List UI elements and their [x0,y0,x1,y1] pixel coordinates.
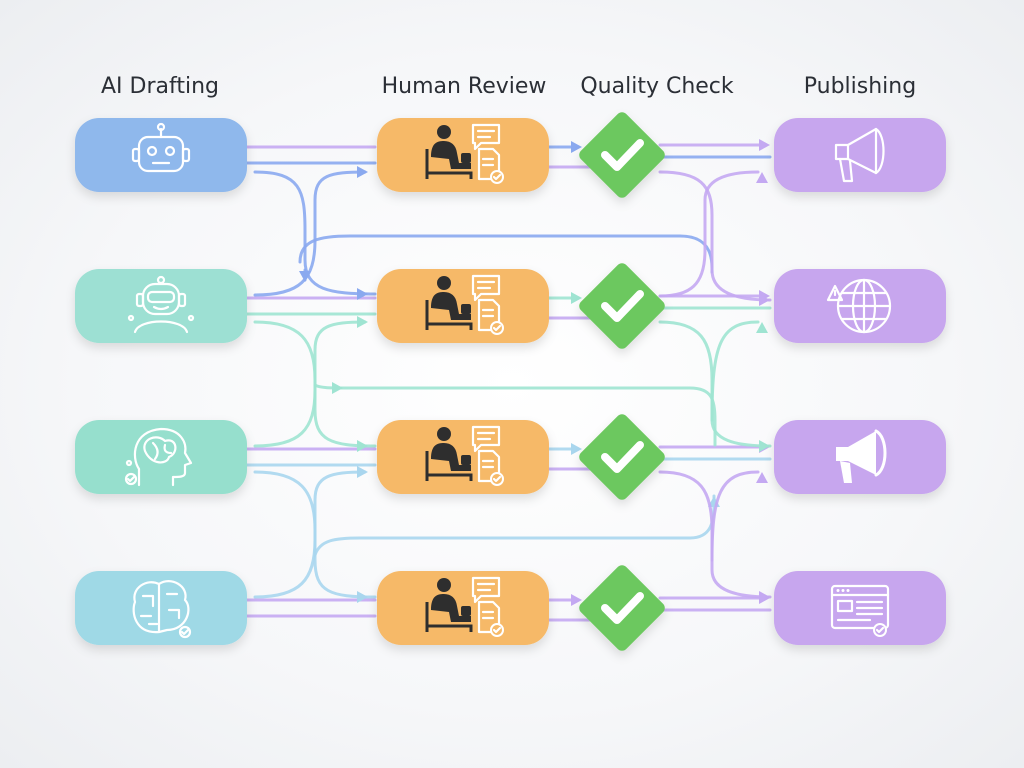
connector-curve [253,470,367,599]
connector-curve [710,470,760,562]
quality-diamond [579,263,665,349]
review-node-3 [377,420,549,494]
drafting-node-3 [75,420,247,494]
publishing-node-2 [774,269,946,343]
reviewer-document-icon [425,274,504,335]
connector-arrowhead [759,591,770,603]
review-node-2 [377,269,549,343]
drafting-node-4 [75,571,247,645]
reviewer-document-icon [425,425,504,486]
quality-diamond [579,565,665,651]
connector-arrowhead [571,292,582,304]
connector-curve [658,170,772,302]
column-title-publishing: Publishing [803,74,917,99]
connector-arrowhead [357,466,368,478]
checkmark-icon [601,290,644,322]
megaphone-icon [836,429,887,483]
megaphone-icon [834,127,885,183]
connector-arrowhead [357,166,368,178]
connector-arrowhead [756,172,768,183]
connector-arrowhead [756,322,768,333]
drafting-node-1-bg [75,118,247,192]
publishing-node-3 [774,420,946,494]
publishing-node-1-bg [774,118,946,192]
quality-check-node-4 [579,565,665,651]
connector-curve [658,170,760,298]
drafting-node-4-bg [75,571,247,645]
connector-curve [658,470,772,599]
connector-loop [313,494,716,557]
connector-arrowhead [332,382,343,394]
drafting-node-3-bg [75,420,247,494]
drafting-node-1 [75,118,247,192]
web-page-icon [830,584,890,637]
connector-arrowhead [759,139,770,151]
connector-arrowhead [759,294,770,306]
quality-diamond [579,414,665,500]
node-layer [75,112,946,651]
connector-loop [313,383,717,447]
connector-arrowhead [571,443,582,455]
connector-arrowhead [299,271,311,282]
connector-layer [245,139,772,622]
connector-arrowhead [357,591,368,603]
quality-diamond [579,112,665,198]
column-title-quality: Quality Check [580,74,734,99]
globe-alert-icon [826,278,892,334]
review-node-1 [377,118,549,192]
connector-arrowhead [571,141,582,153]
connector-loop [298,234,714,274]
connector-arrowhead [357,440,368,452]
quality-check-node-1 [579,112,665,198]
connector-arrowhead [756,472,768,483]
review-node-4 [377,571,549,645]
connector-arrowhead [571,594,582,606]
connector-arrowhead [357,288,368,300]
quality-check-node-2 [579,263,665,349]
connector-arrowhead [357,316,368,328]
publishing-node-1 [774,118,946,192]
checkmark-icon [601,441,644,473]
connector-curve [710,320,760,422]
circuit-brain-icon [132,580,192,639]
column-title-drafting: AI Drafting [100,74,219,99]
reviewer-document-icon [425,123,504,184]
connector-curve [253,320,367,448]
checkmark-icon [601,139,644,171]
quality-check-node-3 [579,414,665,500]
drafting-node-2-bg [75,269,247,343]
checkmark-icon [601,592,644,624]
robot-head-icon [131,122,191,173]
connector-arrowhead [759,440,770,452]
drafting-node-2 [75,269,247,343]
reviewer-document-icon [425,576,504,637]
brain-head-icon [124,427,193,487]
publishing-node-4 [774,571,946,645]
robot-face-icon [127,275,195,334]
column-title-review: Human Review [381,74,547,99]
